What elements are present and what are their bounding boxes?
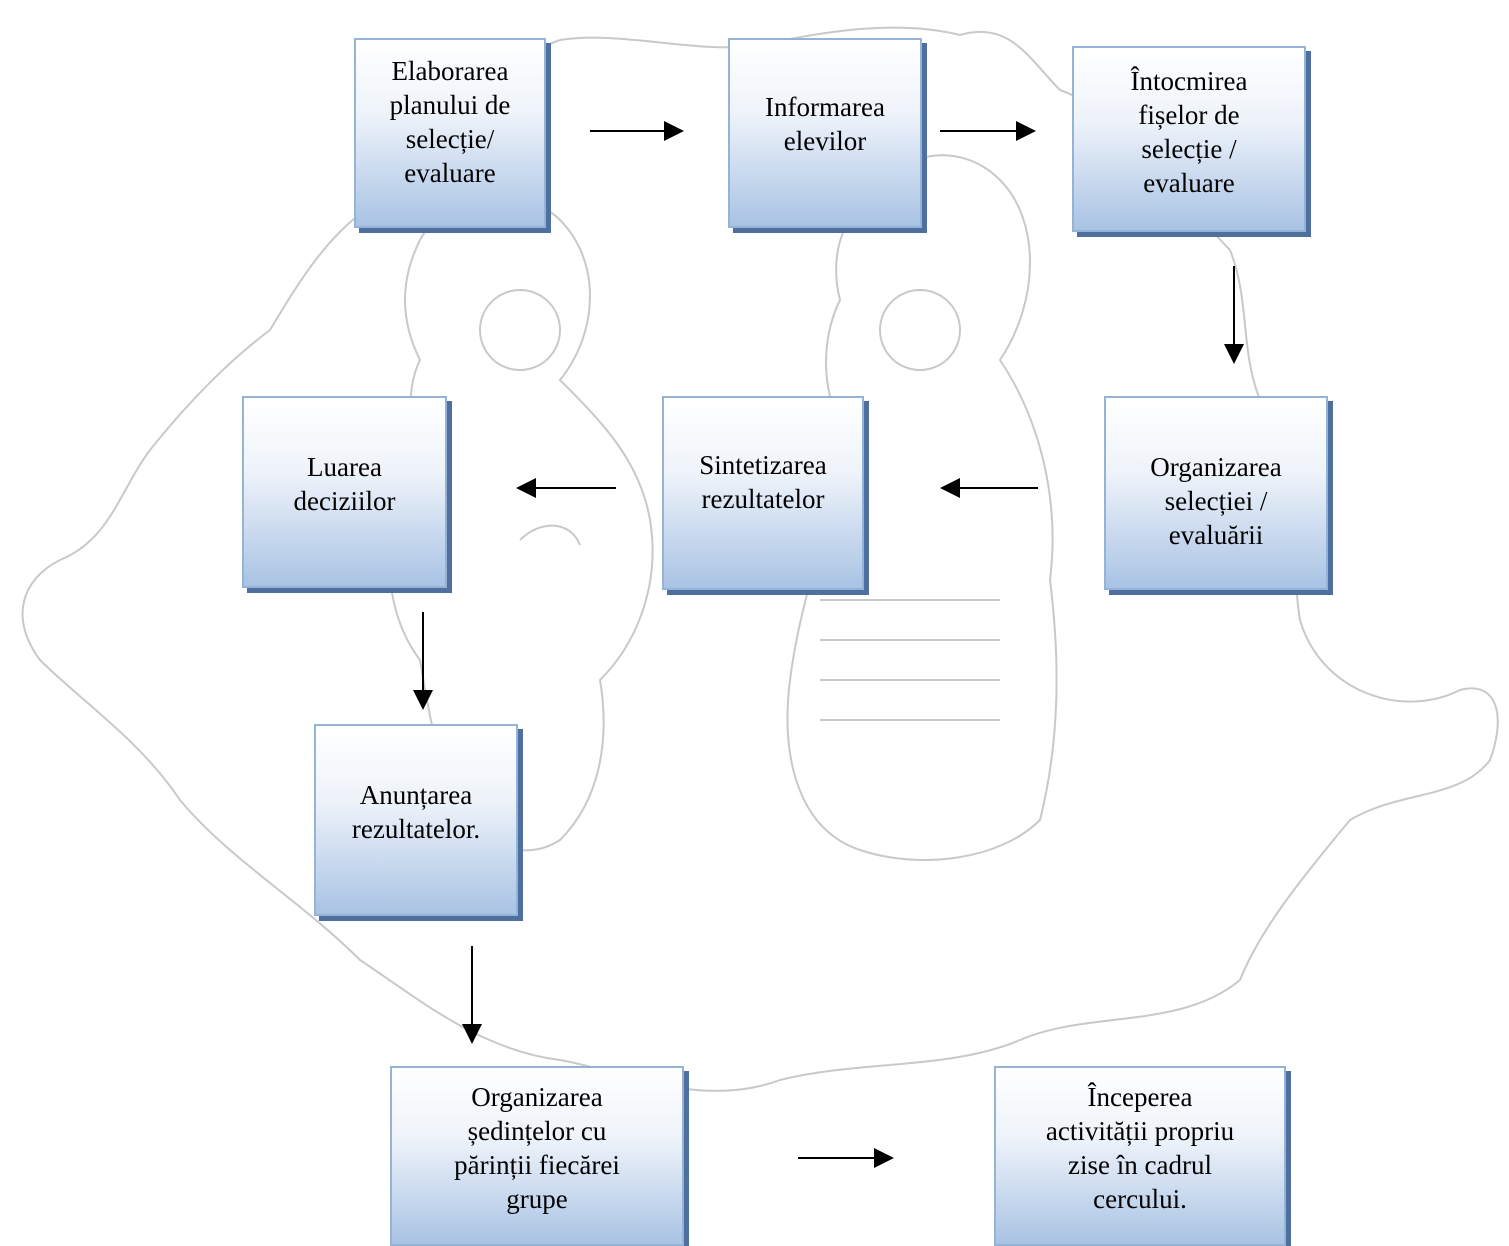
node-line: grupe — [506, 1184, 568, 1214]
node-line: fișelor de — [1138, 100, 1240, 130]
node-line: selecție/ — [405, 124, 495, 154]
node-line: cercului. — [1093, 1184, 1187, 1214]
node-line: Sintetizarea — [699, 450, 827, 480]
node-line: deciziilor — [293, 486, 396, 516]
node-intocmirea-fiselor: Întocmirea fișelor de selecție / evaluar… — [1072, 46, 1306, 232]
node-line: planului de — [389, 90, 511, 120]
node-anuntarea-rezultatelor: Anunțarea rezultatelor. — [314, 724, 518, 916]
node-line: părinții fiecărei — [454, 1150, 620, 1180]
node-line: Organizarea — [471, 1082, 603, 1112]
node-line: ședințelor cu — [467, 1116, 607, 1146]
node-line: selecție / — [1141, 134, 1237, 164]
node-line: Organizarea — [1150, 452, 1282, 482]
node-inceperea-activitatii: Începerea activității propriu zise în ca… — [994, 1066, 1286, 1246]
node-line: Elaborarea — [391, 56, 509, 86]
node-line: Începerea — [1087, 1082, 1193, 1112]
node-line: elevilor — [783, 126, 867, 156]
node-line: evaluare — [1143, 168, 1235, 198]
node-organizarea-sedintelor: Organizarea ședințelor cu părinții fiecă… — [390, 1066, 684, 1246]
node-sintetizarea-rezultatelor: Sintetizarea rezultatelor — [662, 396, 864, 590]
node-line: Informarea — [765, 92, 885, 122]
node-elaborarea-planului: Elaborarea planului de selecție/ evaluar… — [354, 38, 546, 228]
node-line: rezultatelor — [701, 484, 825, 514]
node-line: evaluării — [1168, 520, 1264, 550]
node-organizarea-selectiei: Organizarea selecției / evaluării — [1104, 396, 1328, 590]
node-luarea-deciziilor: Luarea deciziilor — [242, 396, 447, 588]
node-line: activității propriu — [1045, 1116, 1235, 1146]
node-line: Întocmirea — [1130, 66, 1248, 96]
node-line: Luarea — [307, 452, 382, 482]
node-line: evaluare — [404, 158, 496, 188]
node-line: selecției / — [1164, 486, 1268, 516]
node-line: rezultatelor. — [351, 814, 481, 844]
node-line: zise în cadrul — [1068, 1150, 1212, 1180]
node-informarea-elevilor: Informarea elevilor — [728, 38, 922, 228]
node-line: Anunțarea — [359, 780, 473, 810]
